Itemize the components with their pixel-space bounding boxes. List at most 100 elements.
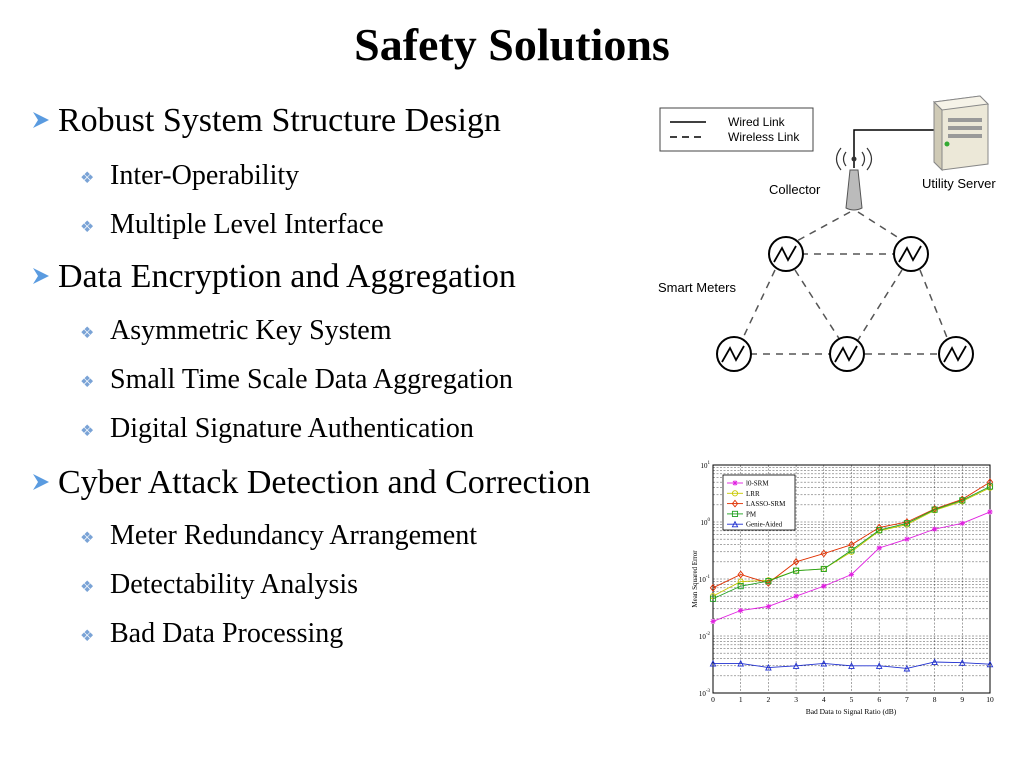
server-label: Utility Server bbox=[922, 176, 996, 191]
y-tick-label: 100 bbox=[701, 518, 711, 527]
y-tick-label: 101 bbox=[701, 461, 711, 470]
data-point bbox=[987, 509, 993, 515]
data-point bbox=[737, 570, 744, 579]
data-point bbox=[820, 549, 827, 558]
subbullet-meter-redundancy: ❖ Meter Redundancy Arrangement bbox=[80, 520, 477, 552]
data-point bbox=[875, 662, 883, 669]
data-point bbox=[821, 583, 827, 589]
data-point bbox=[765, 578, 772, 585]
smart-meter-icon bbox=[829, 336, 865, 372]
diamond-bullet-icon: ❖ bbox=[80, 169, 95, 187]
subbullet-multiple-level: ❖ Multiple Level Interface bbox=[80, 209, 384, 241]
legend-label: LRR bbox=[746, 490, 760, 498]
data-point bbox=[848, 662, 855, 669]
subbullet-label: Digital Signature Authentication bbox=[110, 413, 474, 444]
subbullet-small-time-scale: ❖ Small Time Scale Data Aggregation bbox=[80, 364, 513, 396]
x-tick-label: 8 bbox=[933, 695, 937, 704]
legend-label: PM bbox=[746, 510, 757, 518]
smart-meter-icons bbox=[716, 236, 974, 372]
subbullet-label: Small Time Scale Data Aggregation bbox=[110, 364, 513, 395]
y-tick-label: 10-3 bbox=[699, 689, 711, 698]
chart-series bbox=[709, 478, 994, 672]
data-point bbox=[710, 618, 716, 625]
data-point bbox=[986, 483, 994, 490]
x-tick-label: 4 bbox=[822, 695, 826, 704]
bullet-data-encryption: Data Encryption and Aggregation bbox=[30, 258, 516, 296]
subbullet-asymmetric-key: ❖Asymmetric Key System bbox=[80, 315, 392, 347]
arrow-bullet-icon bbox=[30, 102, 58, 140]
diamond-bullet-icon: ❖ bbox=[80, 529, 95, 547]
x-tick-label: 7 bbox=[905, 695, 909, 704]
subbullet-label: Detectability Analysis bbox=[110, 569, 359, 600]
diamond-bullet-icon: ❖ bbox=[80, 578, 95, 596]
diamond-bullet-icon: ❖ bbox=[80, 373, 95, 391]
data-point bbox=[903, 664, 911, 672]
data-point bbox=[876, 527, 883, 534]
subbullet-inter-operability: ❖Inter-Operability bbox=[80, 160, 299, 192]
data-point bbox=[986, 478, 994, 487]
data-point bbox=[737, 659, 745, 667]
data-point bbox=[848, 571, 855, 578]
x-tick-label: 0 bbox=[711, 695, 715, 704]
data-point bbox=[731, 490, 739, 497]
arrow-bullet-icon bbox=[30, 258, 58, 296]
subbullet-bad-data: ❖ Bad Data Processing bbox=[80, 618, 343, 650]
data-point bbox=[765, 603, 771, 610]
bullet-label: Cyber Attack Detection and Correction bbox=[58, 464, 591, 501]
data-point bbox=[765, 663, 772, 671]
bullet-cyber-attack: Cyber Attack Detection and Correction bbox=[30, 464, 591, 502]
diamond-bullet-icon: ❖ bbox=[80, 218, 95, 236]
data-point bbox=[959, 497, 966, 504]
data-point bbox=[738, 607, 744, 614]
x-tick-label: 2 bbox=[767, 695, 771, 704]
data-point bbox=[732, 480, 738, 486]
data-point bbox=[792, 662, 800, 669]
data-point bbox=[903, 520, 910, 527]
subbullet-digital-signature: ❖Digital Signature Authentication bbox=[80, 413, 474, 445]
data-point bbox=[931, 506, 938, 513]
bullet-label: Robust System Structure Design bbox=[58, 102, 501, 139]
data-point bbox=[731, 510, 739, 517]
legend-label: Genie-Aided bbox=[746, 521, 783, 529]
subbullet-label: Multiple Level Interface bbox=[110, 209, 384, 240]
diamond-bullet-icon: ❖ bbox=[80, 627, 95, 645]
data-point bbox=[820, 659, 828, 667]
x-tick-label: 1 bbox=[739, 695, 743, 704]
wired-link bbox=[853, 129, 935, 168]
data-point bbox=[709, 595, 717, 602]
x-tick-label: 9 bbox=[960, 695, 964, 704]
y-axis-label: Mean Squared Error bbox=[691, 550, 699, 608]
x-axis-label: Bad Data to Signal Ratio (dB) bbox=[806, 707, 897, 716]
y-tick-label: 10-2 bbox=[699, 632, 711, 641]
data-point bbox=[876, 545, 882, 551]
series-line bbox=[712, 487, 991, 597]
series-line bbox=[713, 661, 991, 669]
diamond-bullet-icon: ❖ bbox=[80, 324, 95, 342]
series-line bbox=[712, 486, 991, 600]
x-tick-label: 5 bbox=[850, 695, 854, 704]
data-point bbox=[737, 578, 744, 585]
smart-meter-icon bbox=[893, 236, 929, 272]
data-point bbox=[765, 579, 772, 587]
smart-meter-icon bbox=[716, 336, 752, 372]
data-point bbox=[793, 593, 799, 599]
series-line bbox=[712, 481, 991, 589]
arrow-bullet-icon bbox=[30, 464, 58, 502]
y-tick-label: 10-1 bbox=[699, 575, 711, 584]
smart-meter-icon bbox=[938, 336, 974, 372]
data-point bbox=[958, 659, 966, 666]
legend-label: LASSO-SRM bbox=[746, 500, 786, 508]
x-tick-label: 6 bbox=[877, 695, 881, 704]
subbullet-detectability: ❖ Detectability Analysis bbox=[80, 569, 358, 601]
legend-wireless-label: Wireless Link bbox=[728, 130, 800, 144]
data-point bbox=[792, 557, 800, 566]
data-point bbox=[793, 567, 800, 574]
x-tick-label: 3 bbox=[794, 695, 798, 704]
legend-wired-label: Wired Link bbox=[728, 115, 786, 129]
subbullet-label: Meter Redundancy Arrangement bbox=[110, 520, 477, 551]
subbullet-label: Bad Data Processing bbox=[110, 618, 344, 649]
data-point bbox=[959, 520, 965, 526]
